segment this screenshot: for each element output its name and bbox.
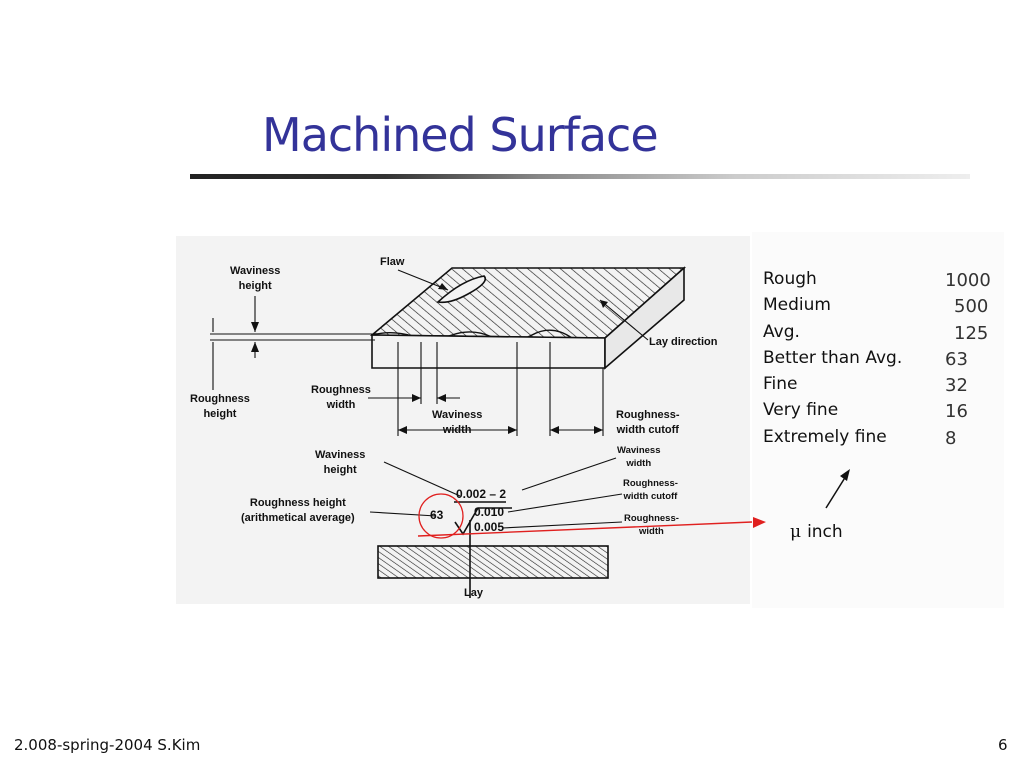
symbol-cutoff-value: 0.010 [474,505,505,519]
grade-label: Extremely fine [763,426,887,447]
symbol-waviness-value: 0.002 – 2 [456,487,507,501]
label-roughness-height-average: Roughness height (arithmetical average) [241,497,355,524]
label-roughness-height: Roughness height [190,393,250,420]
flaw-mark [436,275,487,304]
page-number: 6 [998,736,1008,754]
grade-value: 63 [945,348,968,370]
arrowheads [251,283,608,434]
table-pointer-head [840,469,850,481]
label-roughness-width-cutoff: Roughness- width cutoff [616,409,680,436]
grade-label: Fine [763,374,798,395]
label-lay: Lay [464,587,483,599]
title-divider [190,174,970,179]
footer-course: 2.008-spring-2004 S.Kim [14,736,201,754]
grade-value: 32 [945,375,968,397]
grade-label: Medium [763,295,831,316]
roughness-grade-values: 1000 500 125 63 32 16 8 [945,268,991,452]
unit-text: inch [807,522,843,542]
red-pointer-line [417,521,753,537]
grade-label: Rough [763,269,817,289]
label-roughness-width-symbol: Roughness- width [624,513,679,537]
label-lay-direction: Lay direction [649,336,718,348]
mu-symbol: μ [790,522,802,542]
highlight-circle [418,493,464,539]
grade-value: 500 [954,296,989,318]
label-flaw: Flaw [380,256,405,268]
symbol-width-value: 0.005 [474,520,505,534]
grade-label: Very fine [763,400,839,421]
section-bar [377,545,609,579]
table-pointer-line [825,475,847,509]
grade-value: 8 [945,427,957,449]
table-background [752,232,1004,608]
label-waviness-width: Waviness width [432,409,483,436]
label-roughness-width-cutoff-symbol: Roughness- width cutoff [623,478,678,502]
red-arrow-head [753,517,766,528]
slide-title: Machined Surface [262,108,659,162]
label-waviness-height: Waviness height [230,265,281,292]
grade-value: 125 [954,322,989,344]
grade-value: 1000 [945,270,991,291]
roughness-grade-labels: Rough Medium Avg. Better than Avg. Fine … [763,266,902,450]
grade-label: Avg. [763,321,800,342]
symbol-roughness-value: 63 [430,508,444,522]
grade-label: Better than Avg. [763,347,903,368]
label-roughness-width: Roughness width [311,384,371,411]
label-waviness-width-symbol: Waviness width [617,445,661,469]
workpiece-block [369,266,687,370]
label-waviness-height-symbol: Waviness height [315,449,366,476]
grade-value: 16 [945,401,968,423]
